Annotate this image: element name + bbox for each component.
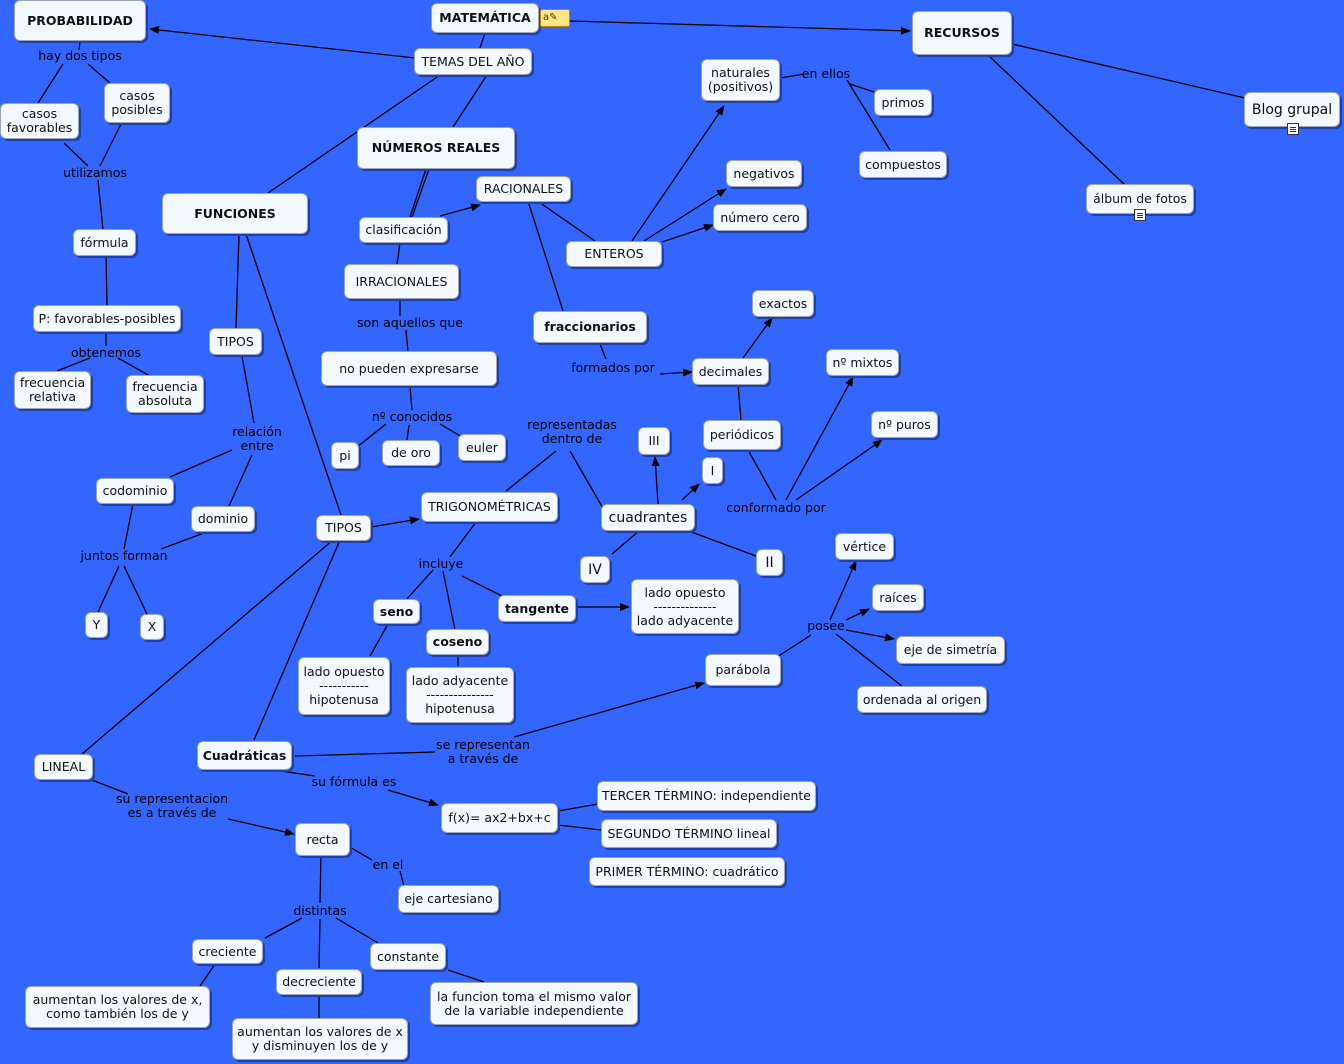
note-icon[interactable]: a✎: [540, 9, 570, 27]
node-cuadrante-iv[interactable]: IV: [580, 556, 610, 583]
node-decimales[interactable]: decimales: [692, 358, 769, 385]
node-probabilidad[interactable]: PROBABILIDAD: [14, 0, 146, 41]
node-recursos[interactable]: RECURSOS: [912, 11, 1012, 55]
node-numeros-reales[interactable]: NÚMEROS REALES: [357, 127, 515, 169]
node-lado-opuesto-adyacente[interactable]: lado opuesto -------------- lado adyacen…: [631, 579, 739, 634]
node-exactos[interactable]: exactos: [752, 290, 814, 317]
node-funcion-constante[interactable]: la funcion toma el mismo valor de la var…: [430, 982, 638, 1025]
node-coseno[interactable]: coseno: [426, 629, 489, 655]
node-p-favorables-posibles[interactable]: P: favorables-posibles: [33, 305, 181, 332]
node-formula-cuadratica[interactable]: f(x)= ax2+bx+c: [441, 803, 558, 833]
node-lado-opuesto-hipotenusa[interactable]: lado opuesto ----------- hipotenusa: [298, 657, 390, 715]
node-fraccionarios[interactable]: fraccionarios: [533, 311, 647, 343]
link-su-representacion: su representacion es a través de: [115, 791, 229, 820]
node-pi[interactable]: pi: [331, 442, 359, 469]
node-creciente[interactable]: creciente: [192, 939, 263, 964]
link-en-el: en el: [372, 857, 404, 872]
node-enteros[interactable]: ENTEROS: [566, 241, 662, 267]
node-seno[interactable]: seno: [373, 599, 420, 624]
node-primer-termino[interactable]: PRIMER TÉRMINO: cuadrático: [589, 857, 785, 886]
link-n-conocidos: nº conocidos: [371, 409, 453, 424]
node-recta[interactable]: recta: [295, 823, 350, 856]
node-ordenada-al-origen[interactable]: ordenada al origen: [857, 686, 987, 713]
node-casos-posibles[interactable]: casos posibles: [104, 83, 170, 123]
node-vertice[interactable]: vértice: [835, 533, 894, 560]
node-blog-grupal[interactable]: Blog grupal: [1244, 92, 1340, 127]
node-raices[interactable]: raíces: [872, 584, 924, 611]
link-relacion-entre: relación entre: [232, 424, 282, 453]
node-cuadrantes[interactable]: cuadrantes: [601, 504, 695, 531]
link-su-formula-es: su fórmula es: [311, 774, 397, 789]
node-eje-cartesiano[interactable]: eje cartesiano: [398, 885, 499, 913]
node-tipos-funciones[interactable]: TIPOS: [209, 328, 262, 355]
node-racionales[interactable]: RACIONALES: [476, 176, 571, 202]
link-son-aquellos-que: son aquellos que: [357, 315, 463, 330]
node-cuadrante-i[interactable]: I: [702, 457, 723, 484]
node-compuestos[interactable]: compuestos: [859, 151, 947, 178]
node-codominio[interactable]: codominio: [96, 478, 174, 504]
node-lado-adyacente-hipotenusa[interactable]: lado adyacente --------------- hipotenus…: [406, 667, 514, 723]
link-utilizamos: utilizamos: [63, 165, 127, 180]
node-parabola[interactable]: parábola: [705, 654, 781, 686]
node-trigonometricas[interactable]: TRIGONOMÉTRICAS: [421, 492, 558, 522]
node-cuadrante-iii[interactable]: III: [638, 427, 670, 455]
node-constante[interactable]: constante: [370, 943, 446, 970]
link-formados-por: formados por: [571, 360, 655, 375]
link-incluye: incluye: [418, 556, 464, 571]
node-aumentan-x-y[interactable]: aumentan los valores de x, como también …: [25, 986, 210, 1028]
node-euler[interactable]: euler: [458, 434, 506, 461]
node-no-pueden-expresarse[interactable]: no pueden expresarse: [321, 351, 497, 386]
link-en-ellos: en ellos: [801, 66, 851, 81]
node-tipos-trig[interactable]: TIPOS: [316, 515, 371, 541]
link-obtenemos: obtenemos: [70, 345, 142, 360]
link-distintas: distintas: [293, 903, 347, 918]
node-de-oro[interactable]: de oro: [382, 440, 440, 466]
node-x[interactable]: X: [140, 614, 164, 640]
node-periodicos[interactable]: periódicos: [703, 420, 781, 450]
node-n-puros[interactable]: nº puros: [871, 411, 938, 438]
node-frecuencia-relativa[interactable]: frecuencia relativa: [14, 371, 91, 409]
node-frecuencia-absoluta[interactable]: frecuencia absoluta: [126, 375, 204, 413]
link-se-representan: se representan a través de: [436, 737, 530, 766]
node-funciones[interactable]: FUNCIONES: [162, 193, 308, 234]
node-dominio[interactable]: dominio: [191, 506, 255, 532]
node-n-mixtos[interactable]: nº mixtos: [826, 349, 899, 376]
node-clasificacion[interactable]: clasificación: [359, 217, 448, 243]
node-casos-favorables[interactable]: casos favorables: [0, 103, 79, 139]
node-formula[interactable]: fórmula: [73, 229, 136, 256]
resource-page-icon[interactable]: [1134, 209, 1146, 221]
link-conformado-por: conformado por: [726, 500, 826, 515]
link-representadas-dentro-de: representadas dentro de: [527, 417, 617, 446]
node-primos[interactable]: primos: [874, 89, 932, 116]
link-posee: posee: [807, 618, 845, 633]
node-tangente[interactable]: tangente: [498, 595, 576, 622]
node-cuadrante-ii[interactable]: II: [756, 549, 783, 576]
node-y[interactable]: Y: [85, 612, 108, 638]
node-eje-de-simetria[interactable]: eje de simetría: [896, 636, 1005, 664]
node-numero-cero[interactable]: número cero: [713, 204, 807, 231]
link-juntos-forman: juntos forman: [80, 548, 168, 563]
node-matematica[interactable]: MATEMÁTICA: [431, 3, 539, 33]
resource-page-icon[interactable]: [1287, 123, 1299, 135]
node-naturales[interactable]: naturales (positivos): [701, 59, 780, 101]
node-lineal[interactable]: LINEAL: [34, 754, 93, 780]
node-temas-del-ano[interactable]: TEMAS DEL AÑO: [414, 48, 532, 75]
node-cuadraticas[interactable]: Cuadráticas: [197, 741, 292, 770]
node-tercer-termino[interactable]: TERCER TÉRMINO: independiente: [597, 781, 816, 811]
node-negativos[interactable]: negativos: [726, 160, 802, 187]
node-decreciente[interactable]: decreciente: [276, 969, 362, 995]
link-hay-dos-tipos: hay dos tipos: [38, 48, 122, 63]
node-irracionales[interactable]: IRRACIONALES: [344, 264, 459, 299]
node-aumentan-x-disminuyen-y[interactable]: aumentan los valores de x y disminuyen l…: [232, 1018, 408, 1060]
node-segundo-termino[interactable]: SEGUNDO TÉRMINO lineal: [601, 819, 777, 848]
